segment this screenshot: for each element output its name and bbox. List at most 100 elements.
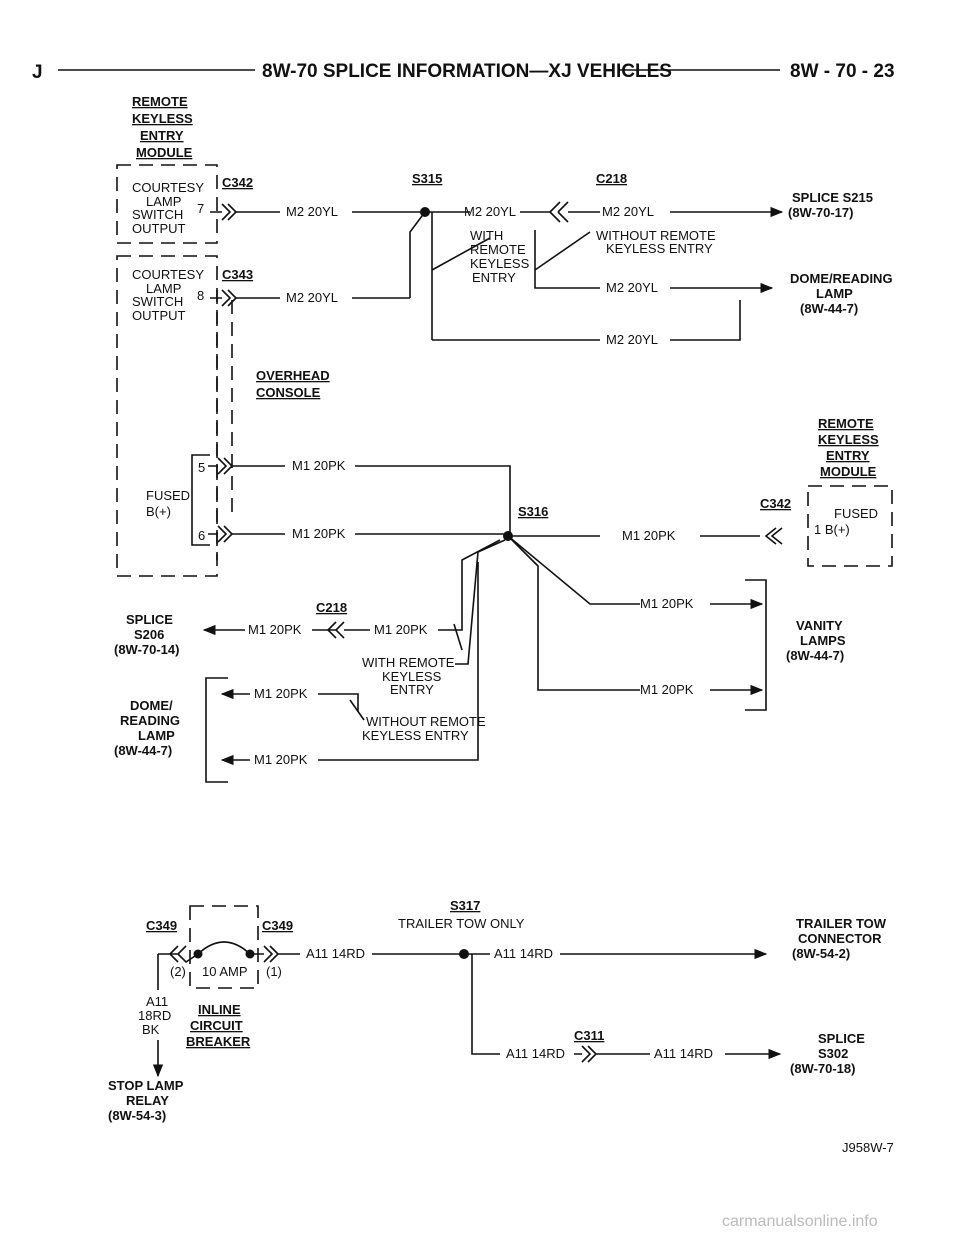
svg-text:C342: C342 xyxy=(222,175,253,190)
svg-text:WITHOUT REMOTE: WITHOUT REMOTE xyxy=(366,714,486,729)
dest-trailer-tow-connector: TRAILER TOW CONNECTOR (8W-54-2) xyxy=(792,916,887,961)
module-box-pin7 xyxy=(116,164,218,244)
with-remote-label: WITH REMOTE KEYLESS ENTRY xyxy=(470,228,530,285)
without-remote-leader xyxy=(534,231,591,271)
svg-text:KEYLESS: KEYLESS xyxy=(132,111,193,126)
svg-text:ENTRY: ENTRY xyxy=(140,128,184,143)
top-module-name: REMOTE KEYLESS ENTRY MODULE xyxy=(132,94,193,160)
svg-text:BK: BK xyxy=(142,1022,160,1037)
connector-c311: C311 xyxy=(574,1028,604,1043)
page-header: J 8W-70 SPLICE INFORMATION—XJ VEHICLES 8… xyxy=(32,61,895,83)
wire-label-m2-1: M2 20YL xyxy=(286,204,338,219)
breaker-pin-left: (2) xyxy=(170,964,186,979)
wire-pin5-to-s316 xyxy=(355,465,511,540)
svg-text:(8W-54-3): (8W-54-3) xyxy=(108,1108,166,1123)
svg-text:REMOTE: REMOTE xyxy=(470,242,526,257)
svg-text:DOME/READING: DOME/READING xyxy=(790,271,893,286)
svg-text:LAMP: LAMP xyxy=(138,728,175,743)
wire-label-a11-2: A11 14RD xyxy=(494,946,553,961)
wire-label-a11-3: A11 14RD xyxy=(506,1046,565,1061)
svg-text:WITH REMOTE: WITH REMOTE xyxy=(362,655,455,670)
without-remote-mid-label: WITHOUT REMOTE KEYLESS ENTRY xyxy=(362,714,486,743)
svg-text:CONSOLE: CONSOLE xyxy=(256,385,321,400)
svg-text:SPLICE S215: SPLICE S215 xyxy=(792,190,873,205)
wire-label-m1-1: M1 20PK xyxy=(292,458,346,473)
svg-text:RELAY: RELAY xyxy=(126,1093,169,1108)
splice-s317-label: S317 xyxy=(450,898,480,913)
svg-text:1 B(+): 1 B(+) xyxy=(814,522,850,537)
without-remote-label: WITHOUT REMOTE KEYLESS ENTRY xyxy=(596,228,716,256)
svg-text:SWITCH: SWITCH xyxy=(132,207,183,222)
svg-text:READING: READING xyxy=(120,713,180,728)
wire-label-m2-6: M2 20YL xyxy=(606,332,658,347)
dest-stop-lamp-relay: STOP LAMP RELAY (8W-54-3) xyxy=(108,1078,184,1123)
svg-text:STOP LAMP: STOP LAMP xyxy=(108,1078,184,1093)
svg-text:5: 5 xyxy=(198,460,205,475)
vanity-bracket xyxy=(745,579,767,711)
fused-label: FUSED B(+) 5 6 xyxy=(146,460,205,543)
without-remote-mid-leader xyxy=(349,699,365,721)
watermark: carmanualsonline.info xyxy=(722,1213,878,1230)
svg-text:ENTRY: ENTRY xyxy=(472,270,516,285)
circuit-breaker-arc xyxy=(197,941,251,955)
svg-text:18RD: 18RD xyxy=(138,1008,171,1023)
svg-text:MODULE: MODULE xyxy=(820,464,877,479)
with-remote-mid-leader xyxy=(453,623,463,651)
connector-pin6-glyph xyxy=(208,525,234,543)
wire-label-m1-4: M1 20PK xyxy=(640,596,694,611)
connector-c218-mid: C218 xyxy=(316,600,347,615)
with-remote-mid-label: WITH REMOTE KEYLESS ENTRY xyxy=(362,655,455,697)
svg-text:DOME/: DOME/ xyxy=(130,698,173,713)
svg-text:MODULE: MODULE xyxy=(136,145,193,160)
splice-s315-label: S315 xyxy=(412,171,442,186)
svg-text:(8W-70-18): (8W-70-18) xyxy=(790,1061,855,1076)
connector-c342-right: C342 xyxy=(760,496,791,511)
svg-text:LAMPS: LAMPS xyxy=(800,633,846,648)
header-title: 8W-70 SPLICE INFORMATION—XJ VEHICLES xyxy=(262,61,672,82)
wire-label-m1-6: M1 20PK xyxy=(248,622,302,637)
connector-c311-glyph xyxy=(574,1045,598,1063)
wire-label-m2-3: M2 20YL xyxy=(464,204,516,219)
svg-text:BREAKER: BREAKER xyxy=(186,1034,251,1049)
svg-text:CIRCUIT: CIRCUIT xyxy=(190,1018,243,1033)
overhead-console-label: OVERHEAD CONSOLE xyxy=(256,368,330,400)
pin7-label: COURTESY LAMP SWITCH OUTPUT 7 C342 xyxy=(132,175,253,236)
svg-text:LAMP: LAMP xyxy=(146,281,181,296)
right-module-box xyxy=(807,485,893,567)
wire-label-m1-2: M1 20PK xyxy=(292,526,346,541)
svg-text:(8W-44-7): (8W-44-7) xyxy=(786,648,844,663)
wire-label-m1-3: M1 20PK xyxy=(622,528,676,543)
svg-text:FUSED: FUSED xyxy=(834,506,878,521)
wire-label-m1-9: M1 20PK xyxy=(254,752,308,767)
connector-pin5-glyph xyxy=(208,457,234,475)
breaker-pin-right: (1) xyxy=(266,964,282,979)
svg-text:REMOTE: REMOTE xyxy=(132,94,188,109)
wire-s316-to-vanity-2 xyxy=(507,535,640,691)
svg-text:6: 6 xyxy=(198,528,205,543)
connector-c349-right: C349 xyxy=(262,918,293,933)
svg-text:(8W-54-2): (8W-54-2) xyxy=(792,946,850,961)
wire-label-m2-5: M2 20YL xyxy=(606,280,658,295)
wire-dome-left-1 xyxy=(318,693,359,712)
wire-dome-left-2 xyxy=(318,562,479,761)
wire-label-m2-4: M2 20YL xyxy=(602,204,654,219)
svg-text:WITHOUT REMOTE: WITHOUT REMOTE xyxy=(596,228,716,243)
svg-text:LAMP: LAMP xyxy=(816,286,853,301)
svg-text:(8W-44-7): (8W-44-7) xyxy=(114,743,172,758)
svg-text:8: 8 xyxy=(197,288,204,303)
svg-text:KEYLESS: KEYLESS xyxy=(470,256,530,271)
wire-pin8-to-s315 xyxy=(409,211,426,298)
splice-s316-label: S316 xyxy=(518,504,548,519)
svg-text:TRAILER TOW: TRAILER TOW xyxy=(796,916,887,931)
with-remote-leader xyxy=(431,237,491,271)
wire-label-m1-7: M1 20PK xyxy=(374,622,428,637)
pin8-label: COURTESY LAMP SWITCH OUTPUT 8 C343 xyxy=(132,267,253,323)
dest-splice-s206: SPLICE S206 (8W-70-14) xyxy=(114,612,179,657)
svg-text:COURTESY: COURTESY xyxy=(132,267,204,282)
svg-text:(8W-70-17): (8W-70-17) xyxy=(788,205,853,220)
svg-text:KEYLESS ENTRY: KEYLESS ENTRY xyxy=(606,241,713,256)
dest-splice-s215: SPLICE S215 (8W-70-17) xyxy=(788,190,873,220)
module-box-pin8 xyxy=(116,255,218,577)
connector-c218-top-glyph xyxy=(549,201,569,223)
svg-text:LAMP: LAMP xyxy=(146,194,181,209)
